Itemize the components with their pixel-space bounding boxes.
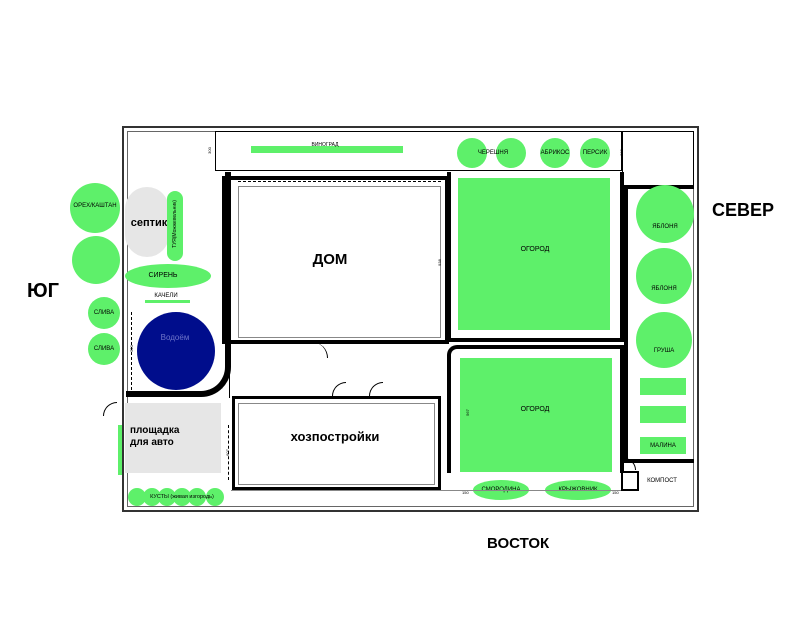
parking-label-2: для авто <box>130 437 174 448</box>
pond-label: Водоём <box>160 333 190 342</box>
compost-box <box>621 471 639 491</box>
bushes-label: КУСТЫ (живая изгородь) <box>150 494 214 500</box>
outbuilding-dim-line <box>228 425 229 480</box>
compost-label: КОМПОСТ <box>647 478 677 484</box>
outbuildings-label: хозпостройки <box>290 429 380 444</box>
garden-top-label: ОГОРОД <box>520 246 550 253</box>
house-inner <box>238 186 441 338</box>
plum-tree-1 <box>88 297 120 329</box>
outbuilding-door-icon-2 <box>369 382 383 396</box>
left-zone-wall <box>126 172 231 397</box>
gate-icon <box>103 402 117 416</box>
lilac-label: СИРЕНЬ <box>148 272 178 279</box>
house-label: ДОМ <box>312 251 348 268</box>
grape-label: ВИНОГРАД <box>311 142 339 148</box>
bush-6 <box>206 488 224 506</box>
garden-bottom-label: ОГОРОД <box>520 406 550 413</box>
walnut-tree-1 <box>70 183 120 233</box>
pond <box>137 312 215 390</box>
raspberry-label: МАЛИНА <box>650 443 676 449</box>
bottom-lane-line <box>231 490 621 491</box>
parking-area <box>125 403 221 473</box>
outbuildings <box>232 396 441 490</box>
thuja-label: ТУЯ(Можжевельник) <box>172 200 178 248</box>
garden-top-border <box>447 172 624 342</box>
parking-hedge <box>118 425 122 475</box>
septic-label: септик <box>130 217 168 229</box>
peach-label: ПЕРСИК <box>582 150 608 156</box>
grape-lane <box>215 131 622 171</box>
lilac-shape <box>125 264 211 288</box>
septic-area <box>125 187 169 257</box>
cherry-tree-2 <box>496 138 526 168</box>
apricot-label: АБРИКОС <box>540 150 570 156</box>
top-strip-dim: 300 <box>206 147 212 154</box>
raspberry-row-2 <box>640 406 686 423</box>
pear-tree <box>636 312 692 368</box>
cherry-tree-1 <box>457 138 487 168</box>
grape-row <box>251 146 403 153</box>
house-top-dim <box>238 181 441 182</box>
bush-2 <box>143 488 161 506</box>
cherry-label: ЧЕРЕШНЯ <box>477 150 509 156</box>
garden-top <box>458 178 610 330</box>
parking-dim-text: 607 <box>224 449 230 456</box>
garden-dim-text: 567 <box>464 409 470 416</box>
bush-3 <box>158 488 176 506</box>
small-dim-a: 150 <box>462 490 469 495</box>
outbuilding-door-icon-1 <box>332 382 346 396</box>
raspberry-row-1 <box>640 378 686 395</box>
walnut-tree-2 <box>72 236 120 284</box>
apple-label-2: ЯБЛОНЯ <box>651 286 677 292</box>
peach-tree <box>580 138 610 168</box>
compass-south: ЮГ <box>27 280 59 302</box>
plum-tree-2 <box>88 333 120 365</box>
garden-bottom-border <box>447 345 624 473</box>
outbuildings-inner <box>238 403 435 485</box>
pond-dim-text: 520 <box>128 345 134 352</box>
plum-label-1: СЛИВА <box>93 310 115 316</box>
apple-label-1: ЯБЛОНЯ <box>652 224 678 230</box>
right-strip-dim: 300 <box>618 149 624 156</box>
plot-boundary <box>122 126 699 512</box>
left-col-dim-line <box>229 345 230 390</box>
bush-5 <box>188 488 206 506</box>
garden-bottom <box>460 358 612 472</box>
apple-tree-1 <box>636 185 694 243</box>
small-dim-b: 150 <box>612 490 619 495</box>
bush-1 <box>128 488 146 506</box>
swing-label: КАЧЕЛИ <box>154 293 178 299</box>
house-height-text: 938 <box>436 259 442 266</box>
apricot-tree <box>540 138 570 168</box>
parking-label-1: площадка <box>130 425 180 436</box>
right-lane <box>622 131 694 186</box>
plum-label-2: СЛИВА <box>93 346 115 352</box>
left-col-dim-text: 980 <box>225 364 231 371</box>
pond-dim-line <box>131 312 132 390</box>
bush-4 <box>173 488 191 506</box>
house-width-text: 1598 <box>333 175 342 180</box>
compass-north: СЕВЕР <box>712 200 775 220</box>
apple-tree-2 <box>636 248 692 304</box>
walnut-label: ОРЕХ/КАШТАН <box>73 203 117 209</box>
compass-east: ВОСТОК <box>487 535 550 552</box>
swing-bar <box>145 300 190 303</box>
raspberry-row-3 <box>640 437 686 454</box>
pear-label: ГРУША <box>653 348 675 354</box>
thuja-shape <box>167 191 183 261</box>
